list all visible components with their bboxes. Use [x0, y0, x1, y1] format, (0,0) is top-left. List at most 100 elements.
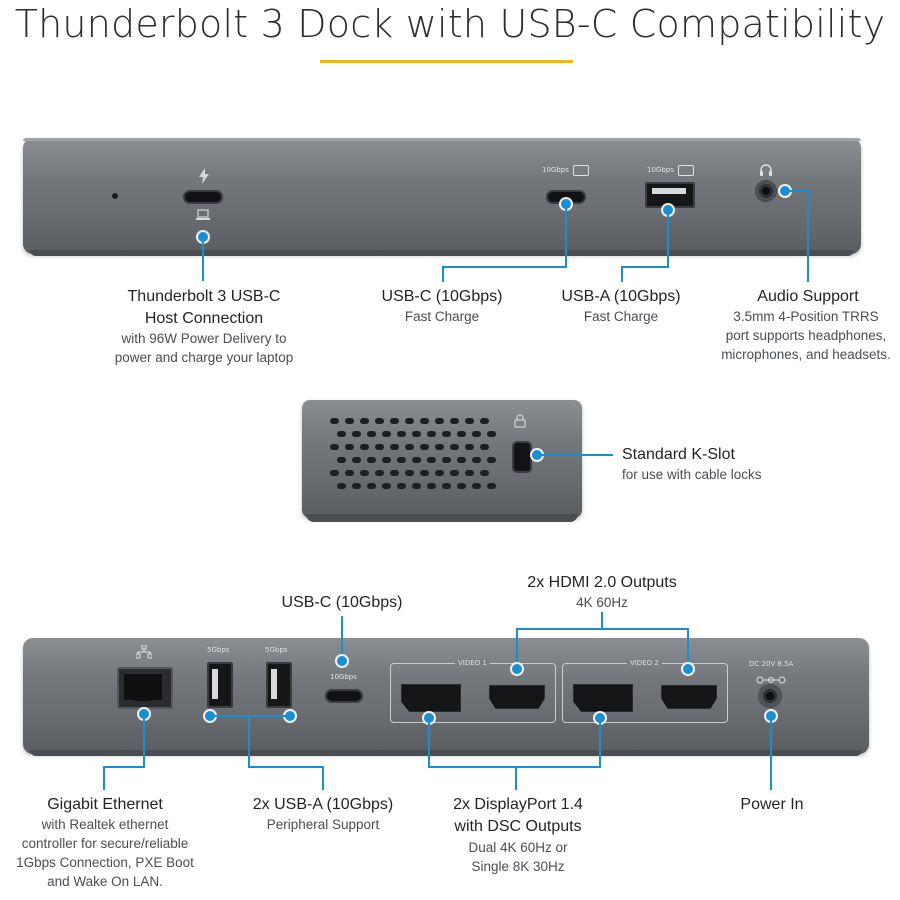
vent-hole	[405, 470, 414, 476]
callout-dot-rear-usbc	[337, 656, 347, 666]
callout-line-hdmi-v	[601, 612, 603, 630]
vent-hole	[397, 483, 406, 489]
vent-hole	[360, 470, 369, 476]
vent-grille	[330, 418, 500, 500]
vent-hole	[330, 470, 339, 476]
front-usbc-speed-label: 10Gbps	[542, 166, 569, 174]
vent-hole	[427, 431, 436, 437]
callout-hdmi-line-1: 4K 60Hz	[576, 595, 628, 610]
thunderbolt-usbc-port[interactable]	[183, 190, 223, 204]
callout-audio-line-1: 3.5mm 4-Position TRRS	[733, 309, 879, 324]
vent-hole	[435, 444, 444, 450]
video-2-label: VIDEO 2	[627, 659, 662, 667]
vent-hole	[360, 418, 369, 424]
callout-ethernet-line-4: and Wake On LAN.	[47, 874, 163, 889]
rear-usbc-speed-label: 10Gbps	[330, 673, 357, 681]
fast-charge-icon-2	[678, 165, 694, 176]
vent-hole	[442, 483, 451, 489]
k-slot-port[interactable]	[512, 441, 532, 473]
vent-hole	[435, 470, 444, 476]
callout-line-front-usbc-v	[565, 204, 567, 268]
callout-front-usba-line-1: Fast Charge	[583, 309, 659, 324]
callout-line-front-usba-h	[621, 266, 669, 268]
callout-line-dp-v3	[515, 766, 517, 790]
ethernet-port[interactable]	[117, 667, 173, 709]
audio-jack-port[interactable]	[755, 180, 777, 202]
laptop-icon	[196, 208, 210, 220]
rear-usba-2-speed-label: 5Gbps	[265, 646, 288, 654]
callout-ethernet-line-1: with Realtek ethernet	[41, 817, 169, 832]
callout-line-ethernet-v2	[103, 766, 105, 790]
dc-polarity-icon	[756, 671, 786, 684]
callout-dp-line-2: Single 8K 30Hz	[471, 859, 565, 874]
callout-power-heading: Power In	[740, 796, 804, 813]
vent-hole	[345, 444, 354, 450]
power-in-port[interactable]	[758, 684, 782, 708]
callout-rear-usba-line-1: Peripheral Support	[266, 817, 380, 832]
vent-hole	[367, 457, 376, 463]
callout-audio-line-2: port supports headphones,	[725, 328, 887, 343]
vent-hole	[412, 431, 421, 437]
callout-dp-heading-1: 2x DisplayPort 1.4	[453, 796, 583, 813]
vent-hole	[345, 470, 354, 476]
callout-ethernet-line-3: 1Gbps Connection, PXE Boot	[16, 855, 194, 870]
callout-line-usba-v2	[322, 766, 324, 790]
vent-hole	[375, 470, 384, 476]
callout-kslot-line-1: for use with cable locks	[622, 467, 762, 482]
callout-ethernet-line-2: controller for secure/reliable	[21, 836, 189, 851]
vent-hole	[367, 483, 376, 489]
displayport-1[interactable]	[401, 684, 461, 712]
rear-usba-port-1[interactable]	[207, 662, 233, 708]
callout-line-audio-h	[785, 190, 809, 192]
callout-dot-hdmi-2	[683, 664, 693, 674]
video-1-label: VIDEO 1	[455, 659, 490, 667]
rear-usba-port-2[interactable]	[266, 662, 292, 708]
callout-line-front-usbc-v2	[442, 266, 444, 282]
vent-hole	[390, 470, 399, 476]
displayport-2[interactable]	[573, 684, 633, 712]
callout-line-ethernet-h	[103, 766, 145, 768]
callout-thunderbolt-heading-2: Host Connection	[144, 310, 264, 327]
rear-usba-1-speed-label: 5Gbps	[207, 646, 230, 654]
callout-rear-usba-heading: 2x USB-A (10Gbps)	[252, 796, 394, 813]
vent-hole	[450, 470, 459, 476]
vent-hole	[420, 418, 429, 424]
vent-hole	[450, 418, 459, 424]
callout-line-power	[770, 716, 772, 790]
vent-hole	[397, 431, 406, 437]
vent-hole	[487, 483, 496, 489]
callout-line-rear-usbc	[341, 616, 343, 660]
callout-rear-usbc-heading: USB-C (10Gbps)	[281, 594, 403, 611]
vent-hole	[442, 431, 451, 437]
vent-hole	[390, 444, 399, 450]
vent-hole	[352, 431, 361, 437]
hdmi-port-1[interactable]	[489, 685, 545, 709]
status-led	[112, 193, 118, 199]
callout-audio-heading: Audio Support	[757, 288, 859, 305]
callout-line-thunderbolt	[202, 237, 204, 281]
callout-line-dp-h	[428, 766, 601, 768]
callout-line-dp-v2	[599, 718, 601, 768]
dc-in-label: DC 20V 8.5A	[749, 660, 794, 668]
vent-hole	[420, 470, 429, 476]
vent-hole	[360, 444, 369, 450]
vent-hole	[345, 418, 354, 424]
vent-hole	[382, 483, 391, 489]
front-usba-port[interactable]	[645, 182, 695, 208]
callout-line-front-usba-v	[667, 210, 669, 268]
vent-hole	[375, 444, 384, 450]
callout-line-usba-v	[248, 715, 250, 768]
vent-hole	[412, 483, 421, 489]
lock-icon	[514, 414, 526, 428]
vent-hole	[337, 483, 346, 489]
vent-hole	[375, 418, 384, 424]
vent-hole	[487, 457, 496, 463]
vent-hole	[337, 457, 346, 463]
callout-thunderbolt-heading-1: Thunderbolt 3 USB-C	[127, 288, 281, 305]
vent-hole	[480, 444, 489, 450]
hdmi-port-2[interactable]	[661, 685, 717, 709]
vent-hole	[457, 431, 466, 437]
vent-hole	[412, 457, 421, 463]
callout-line-hdmi-v1	[516, 628, 518, 666]
rear-usbc-port[interactable]	[325, 689, 363, 703]
